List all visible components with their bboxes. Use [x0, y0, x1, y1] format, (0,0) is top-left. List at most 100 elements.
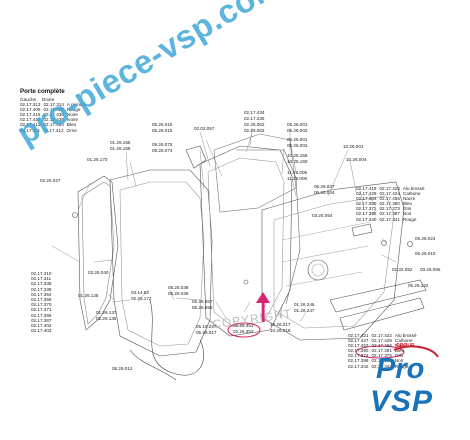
part-label: 05.26.016	[152, 122, 173, 127]
part-label: 06.26.037	[314, 184, 335, 189]
part-label: 05.26.017	[196, 330, 217, 335]
part-label: 05.16.027	[196, 324, 217, 329]
door-handle	[351, 223, 373, 237]
side-mirror	[185, 145, 207, 169]
part-label: 02.26.172	[131, 296, 152, 301]
section-title: Porte complète	[20, 88, 65, 95]
part-label: 02.17.434	[244, 110, 265, 115]
part-label: 01.26.246	[294, 302, 315, 307]
part-label: 10.26.017	[270, 322, 291, 327]
table-row: 02.17.416 02.17.436 Noire	[20, 112, 78, 118]
table-row: 02.17.409 02.17.433 Rouge	[20, 107, 81, 113]
table-header: Gauche Droite	[20, 97, 86, 102]
logo-pro-text: Pro	[376, 353, 425, 385]
highlighted-part-label: 02.26.351	[233, 323, 254, 328]
window-glass	[213, 133, 297, 213]
highlighted-color-row	[355, 345, 405, 359]
part-label: 01.26.125	[78, 293, 99, 298]
logo-group-text: GROUP	[396, 343, 415, 349]
logo-vsp-text: VSP	[370, 385, 434, 418]
part-label: 02.26.063	[244, 128, 265, 133]
part-label: 05.26.069	[192, 305, 213, 310]
table-row: 02.17.313 02.17.314 A peindre	[20, 102, 87, 108]
part-label: 10.26.018	[270, 328, 291, 333]
part-label: 05.26.002	[287, 128, 308, 133]
header-right: Droite	[42, 97, 55, 102]
part-label: 05.26.024	[415, 236, 436, 241]
part-label: 05.26.002	[287, 143, 308, 148]
part-label: 11.26.005	[287, 170, 308, 175]
table-row: 02.17.411 02.17.412 Orne	[20, 127, 77, 133]
brand-logo: GROUP Pro VSP	[358, 343, 458, 430]
header-left: Gauche	[20, 97, 37, 102]
speaker-grill	[307, 259, 329, 281]
porte-complete-table: Gauche Droite 02.17.313 02.17.314 A pein…	[20, 97, 86, 133]
part-label: 05.26.038	[168, 285, 189, 290]
part-label: 05.26.012	[112, 366, 133, 371]
clip-part	[72, 212, 78, 218]
part-label: 01.26.247	[294, 308, 315, 313]
logo-swoosh-icon	[393, 345, 439, 358]
table-row: 02.17.417 02.17.438 Ivoire	[20, 117, 79, 123]
part-label: 10.26.160	[287, 159, 308, 164]
table-row: 02.17.413 02.17.434 Bleu	[20, 122, 77, 128]
part-label: 02.17.435	[244, 116, 265, 121]
armrest-strip	[329, 279, 427, 313]
part-label: 05.26.001	[287, 122, 308, 127]
part-label: 05.26.067	[192, 299, 213, 304]
left-part-list: 02.17.310 02.17.311 02.17.338 02.17.339 …	[31, 271, 52, 334]
inner-door-structure	[199, 145, 293, 337]
door-seal	[236, 149, 301, 305]
part-label: 01.26.156	[110, 146, 131, 151]
part-label: 05.26.015	[152, 128, 173, 133]
part-label: 10.26.004	[346, 157, 367, 162]
part-label: 01.26.137	[96, 310, 117, 315]
highlighted-callout	[227, 322, 261, 338]
part-label: 01.26.170	[87, 157, 108, 162]
part-label: 06.26.034	[314, 190, 335, 195]
part-label: 10.26.001	[343, 144, 364, 149]
part-label: 02.02.057	[194, 126, 215, 131]
part-label: 03.26.055	[420, 267, 441, 272]
part-label: 02.32.052	[392, 267, 413, 272]
interior-trim-panel	[261, 181, 405, 341]
part-label: 11.26.006	[287, 176, 308, 181]
part-label: 02.26.027	[40, 178, 61, 183]
wiring-harness	[149, 299, 205, 376]
part-label: 03.26.054	[312, 213, 333, 218]
part-label: 02.26.062	[244, 122, 265, 127]
part-label: 05.26.142	[408, 283, 429, 288]
part-label: 01.26.155	[110, 140, 131, 145]
lower-trim-strip	[339, 297, 425, 331]
part-label: 06.26.010	[415, 251, 436, 256]
part-label: 05.26.039	[168, 291, 189, 296]
outer-door-panel	[77, 175, 119, 331]
part-label: 03.14.53	[131, 290, 149, 295]
door-frame	[109, 169, 213, 357]
part-label: 10.26.158	[287, 153, 308, 158]
part-label: 01.26.136	[96, 316, 117, 321]
part-label: 05.26.075	[152, 142, 173, 147]
part-label: 03.26.040	[88, 270, 109, 275]
part-label: 05.26.074	[152, 148, 173, 153]
part-label: 05.26.001	[287, 137, 308, 142]
highlighted-part-label: 02.26.352	[233, 329, 254, 334]
